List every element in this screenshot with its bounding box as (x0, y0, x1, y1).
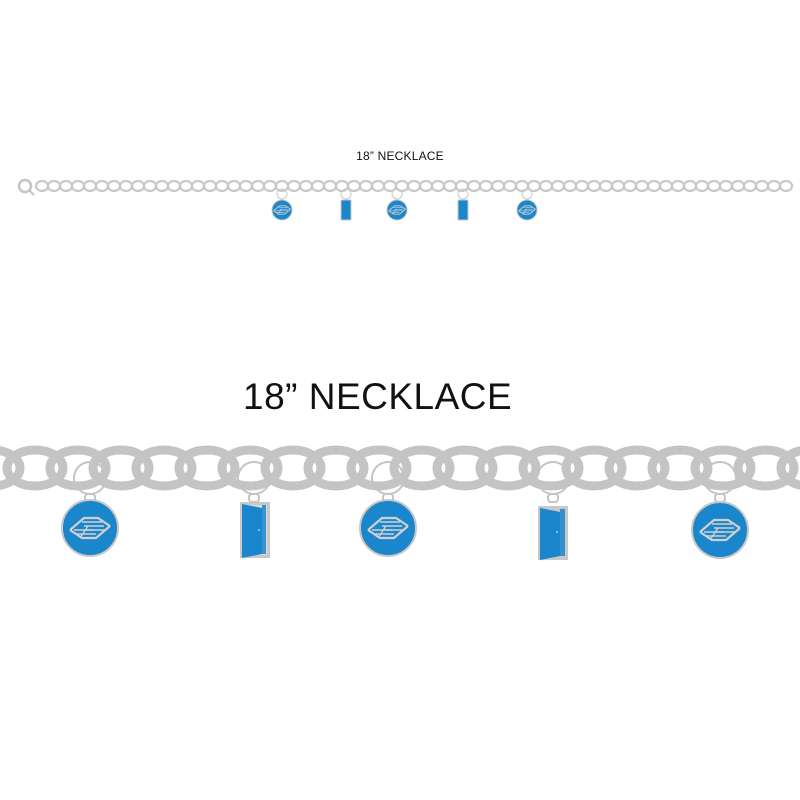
small-necklace (17, 178, 794, 221)
medallion-charm-icon (61, 461, 119, 557)
medallion-charm-icon (359, 461, 417, 557)
small-charm-door-icon (340, 188, 352, 221)
large-necklace-title: 18” NECKLACE (243, 376, 513, 417)
large-chain (0, 445, 800, 491)
door-charm-icon (237, 461, 271, 558)
small-charm-medallion-icon (516, 188, 538, 221)
small-chain (34, 179, 794, 193)
door-charm-icon (536, 461, 570, 560)
small-charm-medallion-icon (271, 188, 293, 221)
clasp-icon (17, 178, 35, 196)
small-necklace-title: 18” NECKLACE (356, 149, 444, 163)
small-charm-door-icon (457, 188, 469, 221)
small-charm-medallion-icon (386, 188, 408, 221)
medallion-charm-icon (691, 461, 749, 559)
large-necklace (0, 445, 800, 560)
